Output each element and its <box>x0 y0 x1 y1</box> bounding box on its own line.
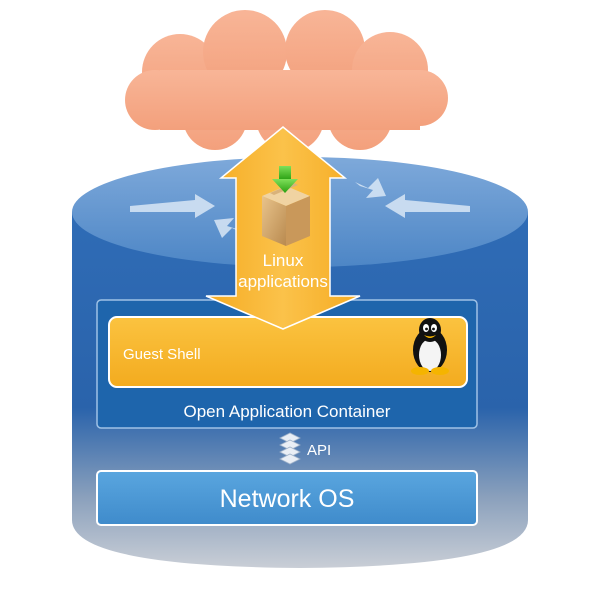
arrow-label-line1: Linux <box>263 251 304 270</box>
linux-penguin-icon <box>411 318 449 375</box>
package-icon <box>262 183 310 246</box>
network-os: Network OS <box>96 470 478 526</box>
cloud <box>125 10 448 152</box>
download-arrow-icon <box>272 166 298 193</box>
guest-shell-label: Guest Shell <box>123 346 201 363</box>
container-label: Open Application Container <box>184 402 391 421</box>
api: API <box>279 432 331 465</box>
network-os-label: Network OS <box>220 485 355 513</box>
arrow-label-line2: applications <box>238 272 328 291</box>
api-label: API <box>307 442 331 459</box>
api-stack-icon <box>279 432 301 465</box>
router-arrows-icon <box>130 178 470 238</box>
linux-applications-arrow: Linux applications <box>205 126 361 330</box>
